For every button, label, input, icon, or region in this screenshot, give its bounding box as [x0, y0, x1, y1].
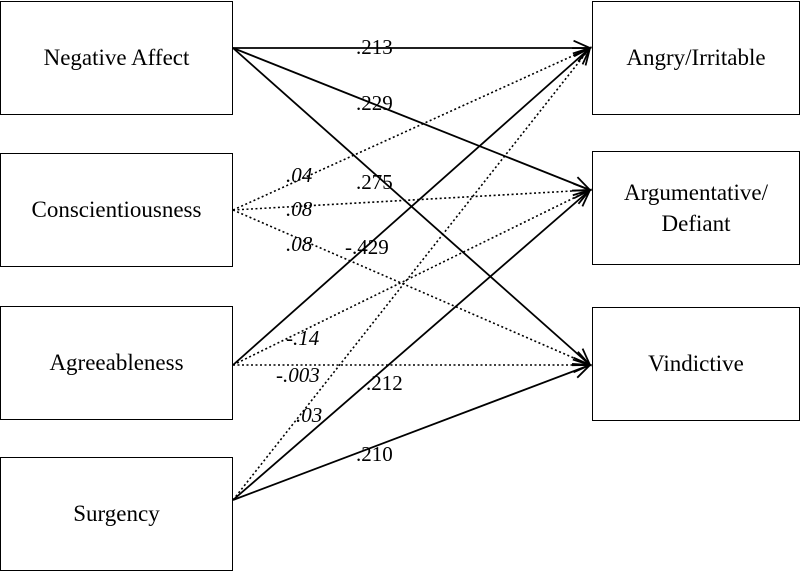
coef-na-vi: .275 — [356, 170, 393, 194]
coef-su-ai: .03 — [296, 403, 323, 427]
path-line-su-ai — [232, 47, 591, 501]
coef-su-ad: .212 — [366, 371, 403, 395]
node-angry-irritable: Angry/Irritable — [592, 1, 800, 115]
path-line-co-ad — [232, 189, 591, 211]
arrowhead-su-vi — [571, 363, 593, 379]
coef-ag-vi: -.003 — [276, 363, 320, 387]
path-line-na-ad — [232, 47, 591, 191]
path-line-co-vi — [232, 209, 591, 366]
path-line-ag-ai — [232, 47, 591, 366]
coef-co-ad: .08 — [286, 197, 313, 221]
node-conscientiousness: Conscientiousness — [0, 153, 233, 267]
node-surgency: Surgency — [0, 457, 233, 571]
node-negative-affect: Negative Affect — [0, 1, 233, 115]
coef-ag-ad: -.14 — [286, 326, 320, 350]
coef-su-vi: .210 — [356, 442, 393, 466]
node-vindictive: Vindictive — [592, 307, 800, 421]
coef-na-ai: .213 — [356, 35, 393, 59]
path-line-su-ad — [232, 189, 591, 501]
node-argumentative-defiant: Argumentative/ Defiant — [592, 151, 800, 265]
arrowhead-su-ai — [573, 46, 592, 66]
coef-co-ai: .04 — [286, 163, 313, 187]
coef-co-vi: .08 — [286, 232, 313, 256]
path-line-ag-ad — [232, 189, 591, 366]
coef-na-ad: .229 — [356, 91, 393, 115]
node-agreeableness: Agreeableness — [0, 306, 233, 420]
arrowhead-su-ad — [572, 188, 592, 207]
path-line-su-vi — [232, 364, 591, 501]
coef-ag-ai: -.429 — [345, 235, 389, 259]
